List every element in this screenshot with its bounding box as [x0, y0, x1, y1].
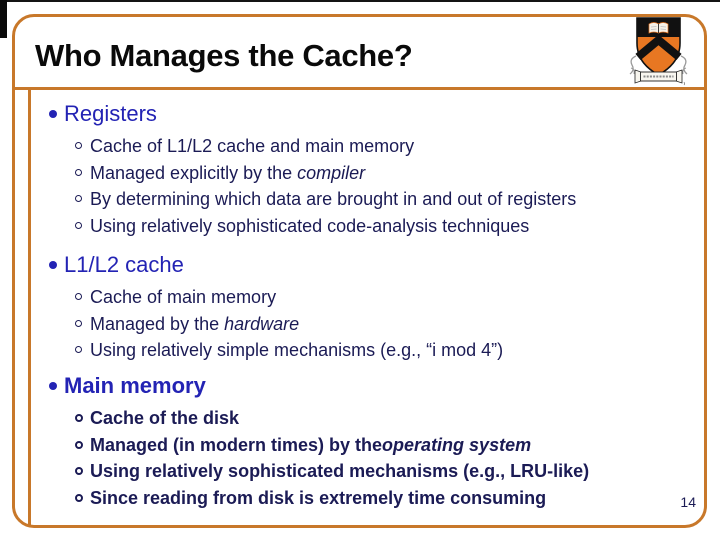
bullet-item: Cache of L1/L2 cache and main memory	[38, 133, 683, 160]
bullet-item-text: Cache of main memory	[90, 287, 277, 307]
title-separator-line	[14, 87, 705, 90]
bullet-item: Using relatively sophisticated code-anal…	[38, 213, 683, 240]
bullet-item-text: Managed (in modern times) by theoperatin…	[90, 434, 532, 455]
dot-bullet-icon	[49, 110, 57, 118]
bullet-item-text: Since reading from disk is extremely tim…	[90, 487, 547, 508]
bullet-item: Using relatively simple mechanisms (e.g.…	[38, 337, 683, 364]
circle-bullet-icon	[75, 467, 83, 476]
body-left-rule	[28, 90, 31, 526]
bullet-item: Cache of the disk	[38, 405, 683, 432]
bullet-item-text: Managed explicitly by the compiler	[90, 162, 366, 183]
circle-bullet-icon	[75, 346, 82, 354]
bullet-item-text: Using relatively sophisticated code-anal…	[90, 215, 530, 236]
circle-bullet-icon	[75, 414, 83, 422]
page-number: 14	[680, 494, 696, 510]
bullet-item-text: Using relatively simple mechanisms (e.g.…	[90, 340, 504, 361]
section-heading-label: Registers	[64, 101, 157, 126]
bullet-item: Managed (in modern times) by theoperatin…	[38, 432, 683, 459]
section-heading-label: Main memory	[64, 373, 206, 398]
bullet-item-text: Managed by the hardware	[90, 313, 300, 334]
bullet-item-text: Cache of L1/L2 cache and main memory	[90, 136, 415, 156]
dot-bullet-icon	[49, 261, 57, 269]
bullet-item: Using relatively sophisticated mechanism…	[38, 458, 683, 485]
circle-bullet-icon	[75, 293, 82, 300]
circle-bullet-icon	[75, 142, 82, 149]
bullet-item: By determining which data are brought in…	[38, 186, 683, 213]
circle-bullet-icon	[75, 440, 83, 449]
screen-corner-artifact	[0, 0, 7, 38]
princeton-shield-icon	[629, 17, 688, 86]
bullet-item-text: Cache of the disk	[90, 408, 240, 428]
circle-bullet-icon	[75, 168, 82, 176]
slide-title: Who Manages the Cache?	[35, 38, 413, 73]
bullet-item-text: Using relatively sophisticated mechanism…	[90, 461, 590, 482]
circle-bullet-icon	[75, 195, 82, 203]
screen-top-edge-artifact	[0, 0, 720, 2]
section-heading: Registers	[38, 100, 683, 128]
dot-bullet-icon	[49, 382, 57, 390]
bullet-item: Cache of main memory	[38, 284, 683, 311]
section-heading: Main memory	[38, 372, 683, 400]
bullet-item: Managed explicitly by the compiler	[38, 160, 683, 187]
circle-bullet-icon	[75, 319, 82, 327]
circle-bullet-icon	[75, 493, 83, 502]
circle-bullet-icon	[75, 221, 82, 229]
bullet-item: Since reading from disk is extremely tim…	[38, 485, 683, 512]
section-heading: L1/L2 cache	[38, 251, 683, 279]
slide-border	[12, 14, 707, 528]
bullet-item: Managed by the hardware	[38, 311, 683, 338]
bullet-item-text: By determining which data are brought in…	[90, 189, 577, 210]
section-heading-label: L1/L2 cache	[64, 252, 184, 277]
